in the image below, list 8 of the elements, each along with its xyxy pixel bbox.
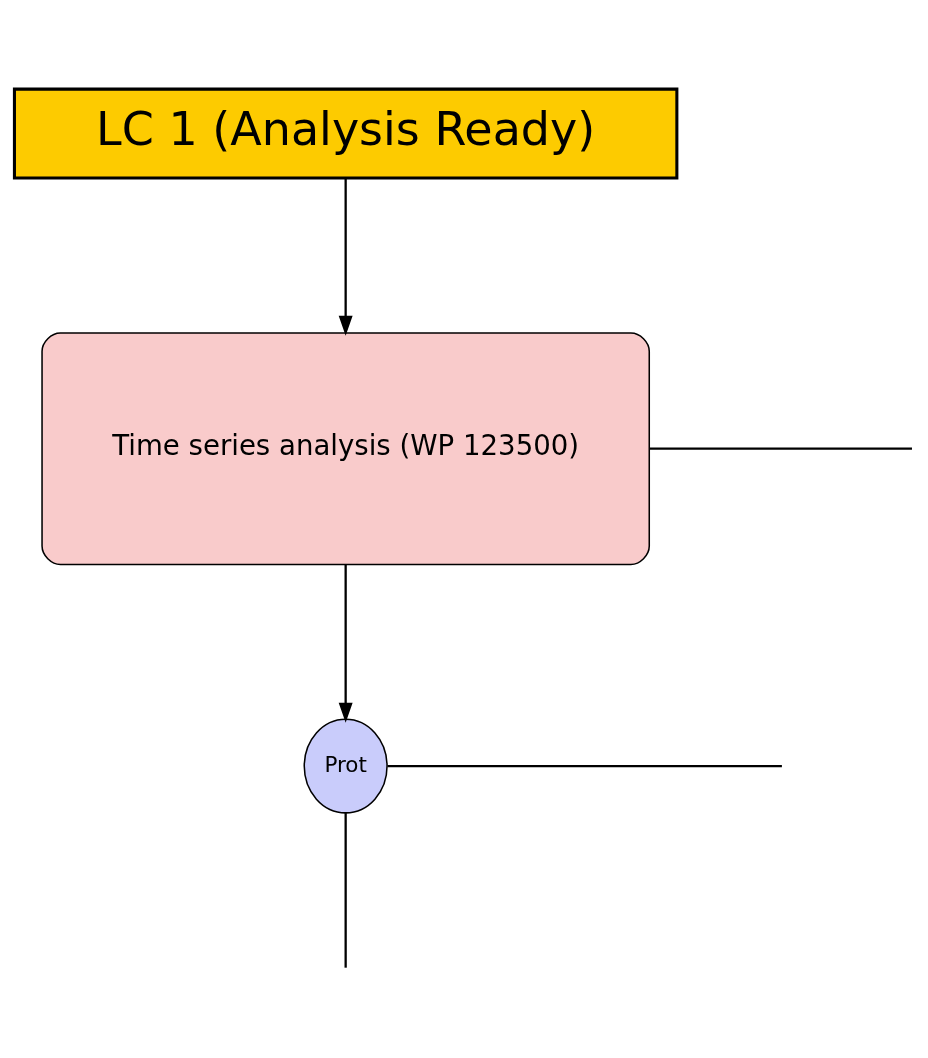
node-box: LC 1 (Analysis Ready) <box>12 87 679 180</box>
node-box: Time series analysis (WP 123500) <box>41 332 651 566</box>
arrow <box>338 178 353 336</box>
connector <box>649 447 912 450</box>
node-ellipse: Prot <box>303 718 388 814</box>
connector <box>344 813 347 968</box>
connector <box>387 764 782 768</box>
arrow <box>338 564 353 723</box>
